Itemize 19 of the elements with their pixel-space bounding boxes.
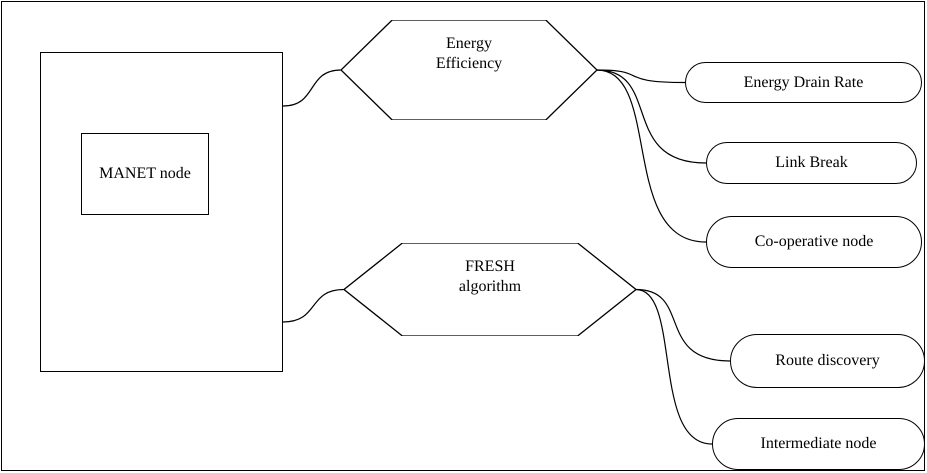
node-label: Co-operative node [754, 232, 874, 252]
node-label: Route discovery [775, 351, 880, 371]
rounded-node [730, 334, 925, 388]
node-label: FRESH algorithm [458, 257, 522, 297]
node-label: MANET node [99, 164, 191, 184]
node-label: Intermediate node [760, 434, 876, 454]
rounded-node [712, 418, 925, 470]
node-label: Energy Drain Rate [744, 72, 864, 92]
node-label: Energy Efficiency [434, 34, 504, 74]
rounded-node [706, 142, 917, 184]
rounded-node [706, 216, 922, 268]
connector-line [596, 69, 706, 243]
connector-line [282, 69, 342, 107]
connector-line [282, 288, 344, 323]
process-box [81, 133, 209, 215]
connector-line [636, 288, 712, 445]
container-box [40, 52, 283, 372]
node-label: Link Break [775, 153, 848, 173]
rounded-node [685, 62, 922, 103]
